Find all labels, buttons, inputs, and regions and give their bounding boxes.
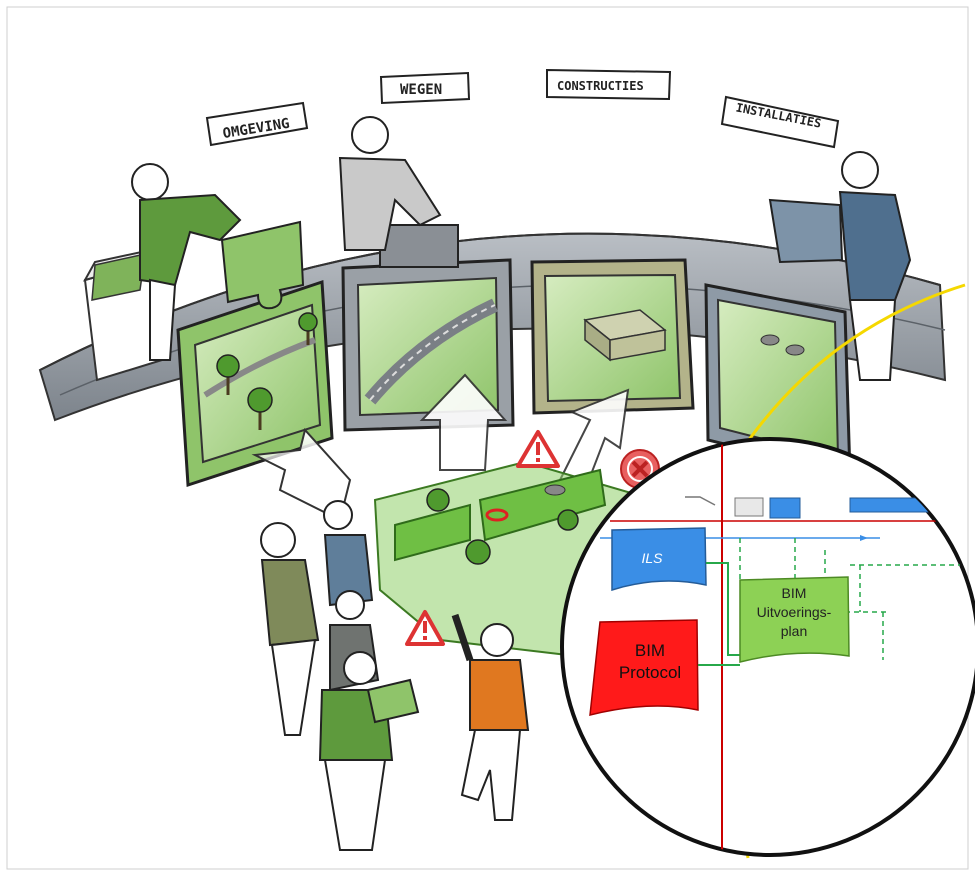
tree-icon	[426, 488, 450, 512]
warning-icon	[516, 430, 560, 468]
person-group	[260, 500, 420, 851]
svg-text:BIM: BIM	[782, 585, 807, 601]
screen-constructies	[530, 258, 695, 415]
svg-text:WEGEN: WEGEN	[400, 82, 442, 98]
ring-line	[733, 283, 966, 461]
person-wegen	[338, 116, 442, 251]
screen-omgeving	[176, 220, 334, 488]
detail-magnifier: ILS BIM Protocol BIM Uitvoerings- plan	[560, 437, 975, 857]
sign-wegen: WEGEN	[379, 71, 471, 105]
screen-installaties	[704, 283, 852, 477]
bim-protocol-document: BIM Protocol	[589, 619, 699, 716]
svg-text:BIM: BIM	[635, 641, 665, 660]
sign-installaties: INSTALLATIES	[720, 95, 840, 149]
svg-text:plan: plan	[781, 623, 807, 639]
person-omgeving	[131, 163, 242, 361]
frame-border	[6, 6, 969, 870]
tree-icon	[465, 539, 491, 565]
svg-text:Protocol: Protocol	[619, 663, 681, 682]
warning-icon	[405, 610, 445, 646]
svg-text:CONSTRUCTIES: CONSTRUCTIES	[557, 79, 644, 93]
svg-text:ILS: ILS	[641, 550, 663, 566]
person-orange	[451, 613, 530, 821]
tree-icon	[557, 509, 579, 531]
puzzle-piece-icon	[220, 220, 305, 310]
sign-constructies: CONSTRUCTIES	[546, 68, 672, 101]
puzzle-piece-icon	[768, 198, 844, 264]
bim-uitvoeringsplan-document: BIM Uitvoerings- plan	[739, 576, 850, 663]
ils-document: ILS	[611, 527, 707, 592]
svg-text:Uitvoerings-: Uitvoerings-	[757, 604, 832, 620]
sign-omgeving: OMGEVING	[205, 101, 309, 147]
tree-icon	[216, 312, 318, 430]
